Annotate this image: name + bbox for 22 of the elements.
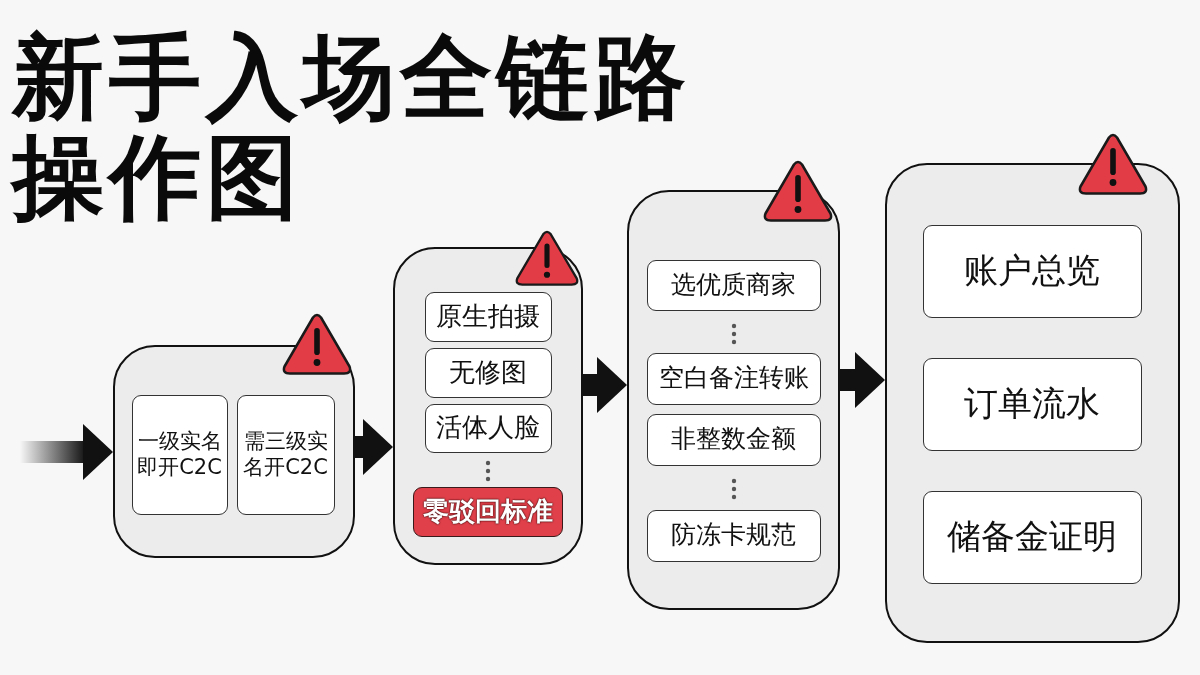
arrow [355, 419, 393, 475]
step-box: 非整数金额 [646, 413, 821, 466]
rounded-panel [393, 247, 583, 565]
title: 新手入场全链路操作图 [12, 28, 692, 228]
step-box: 订单流水 [922, 357, 1142, 451]
step-box: 活体人脸 [424, 403, 552, 453]
rounded-panel [885, 163, 1180, 643]
step-box: 账户总览 [922, 224, 1142, 318]
arrow [583, 357, 627, 413]
step-box: 需三级实名开C2C [236, 394, 335, 515]
step-box: 防冻卡规范 [646, 509, 821, 562]
highlight-box: 零驳回标准 [412, 486, 563, 537]
step-box: 无修图 [424, 347, 552, 398]
rounded-panel [113, 345, 355, 558]
arrow [840, 352, 885, 408]
step-box: 选优质商家 [646, 259, 821, 311]
step-box: 空白备注转账 [646, 352, 821, 405]
rounded-panel [627, 190, 840, 610]
step-box: 储备金证明 [922, 490, 1142, 584]
step-box: 一级实名即开C2C [131, 394, 228, 515]
step-box: 原生拍摄 [424, 291, 552, 342]
arrow [20, 424, 113, 480]
